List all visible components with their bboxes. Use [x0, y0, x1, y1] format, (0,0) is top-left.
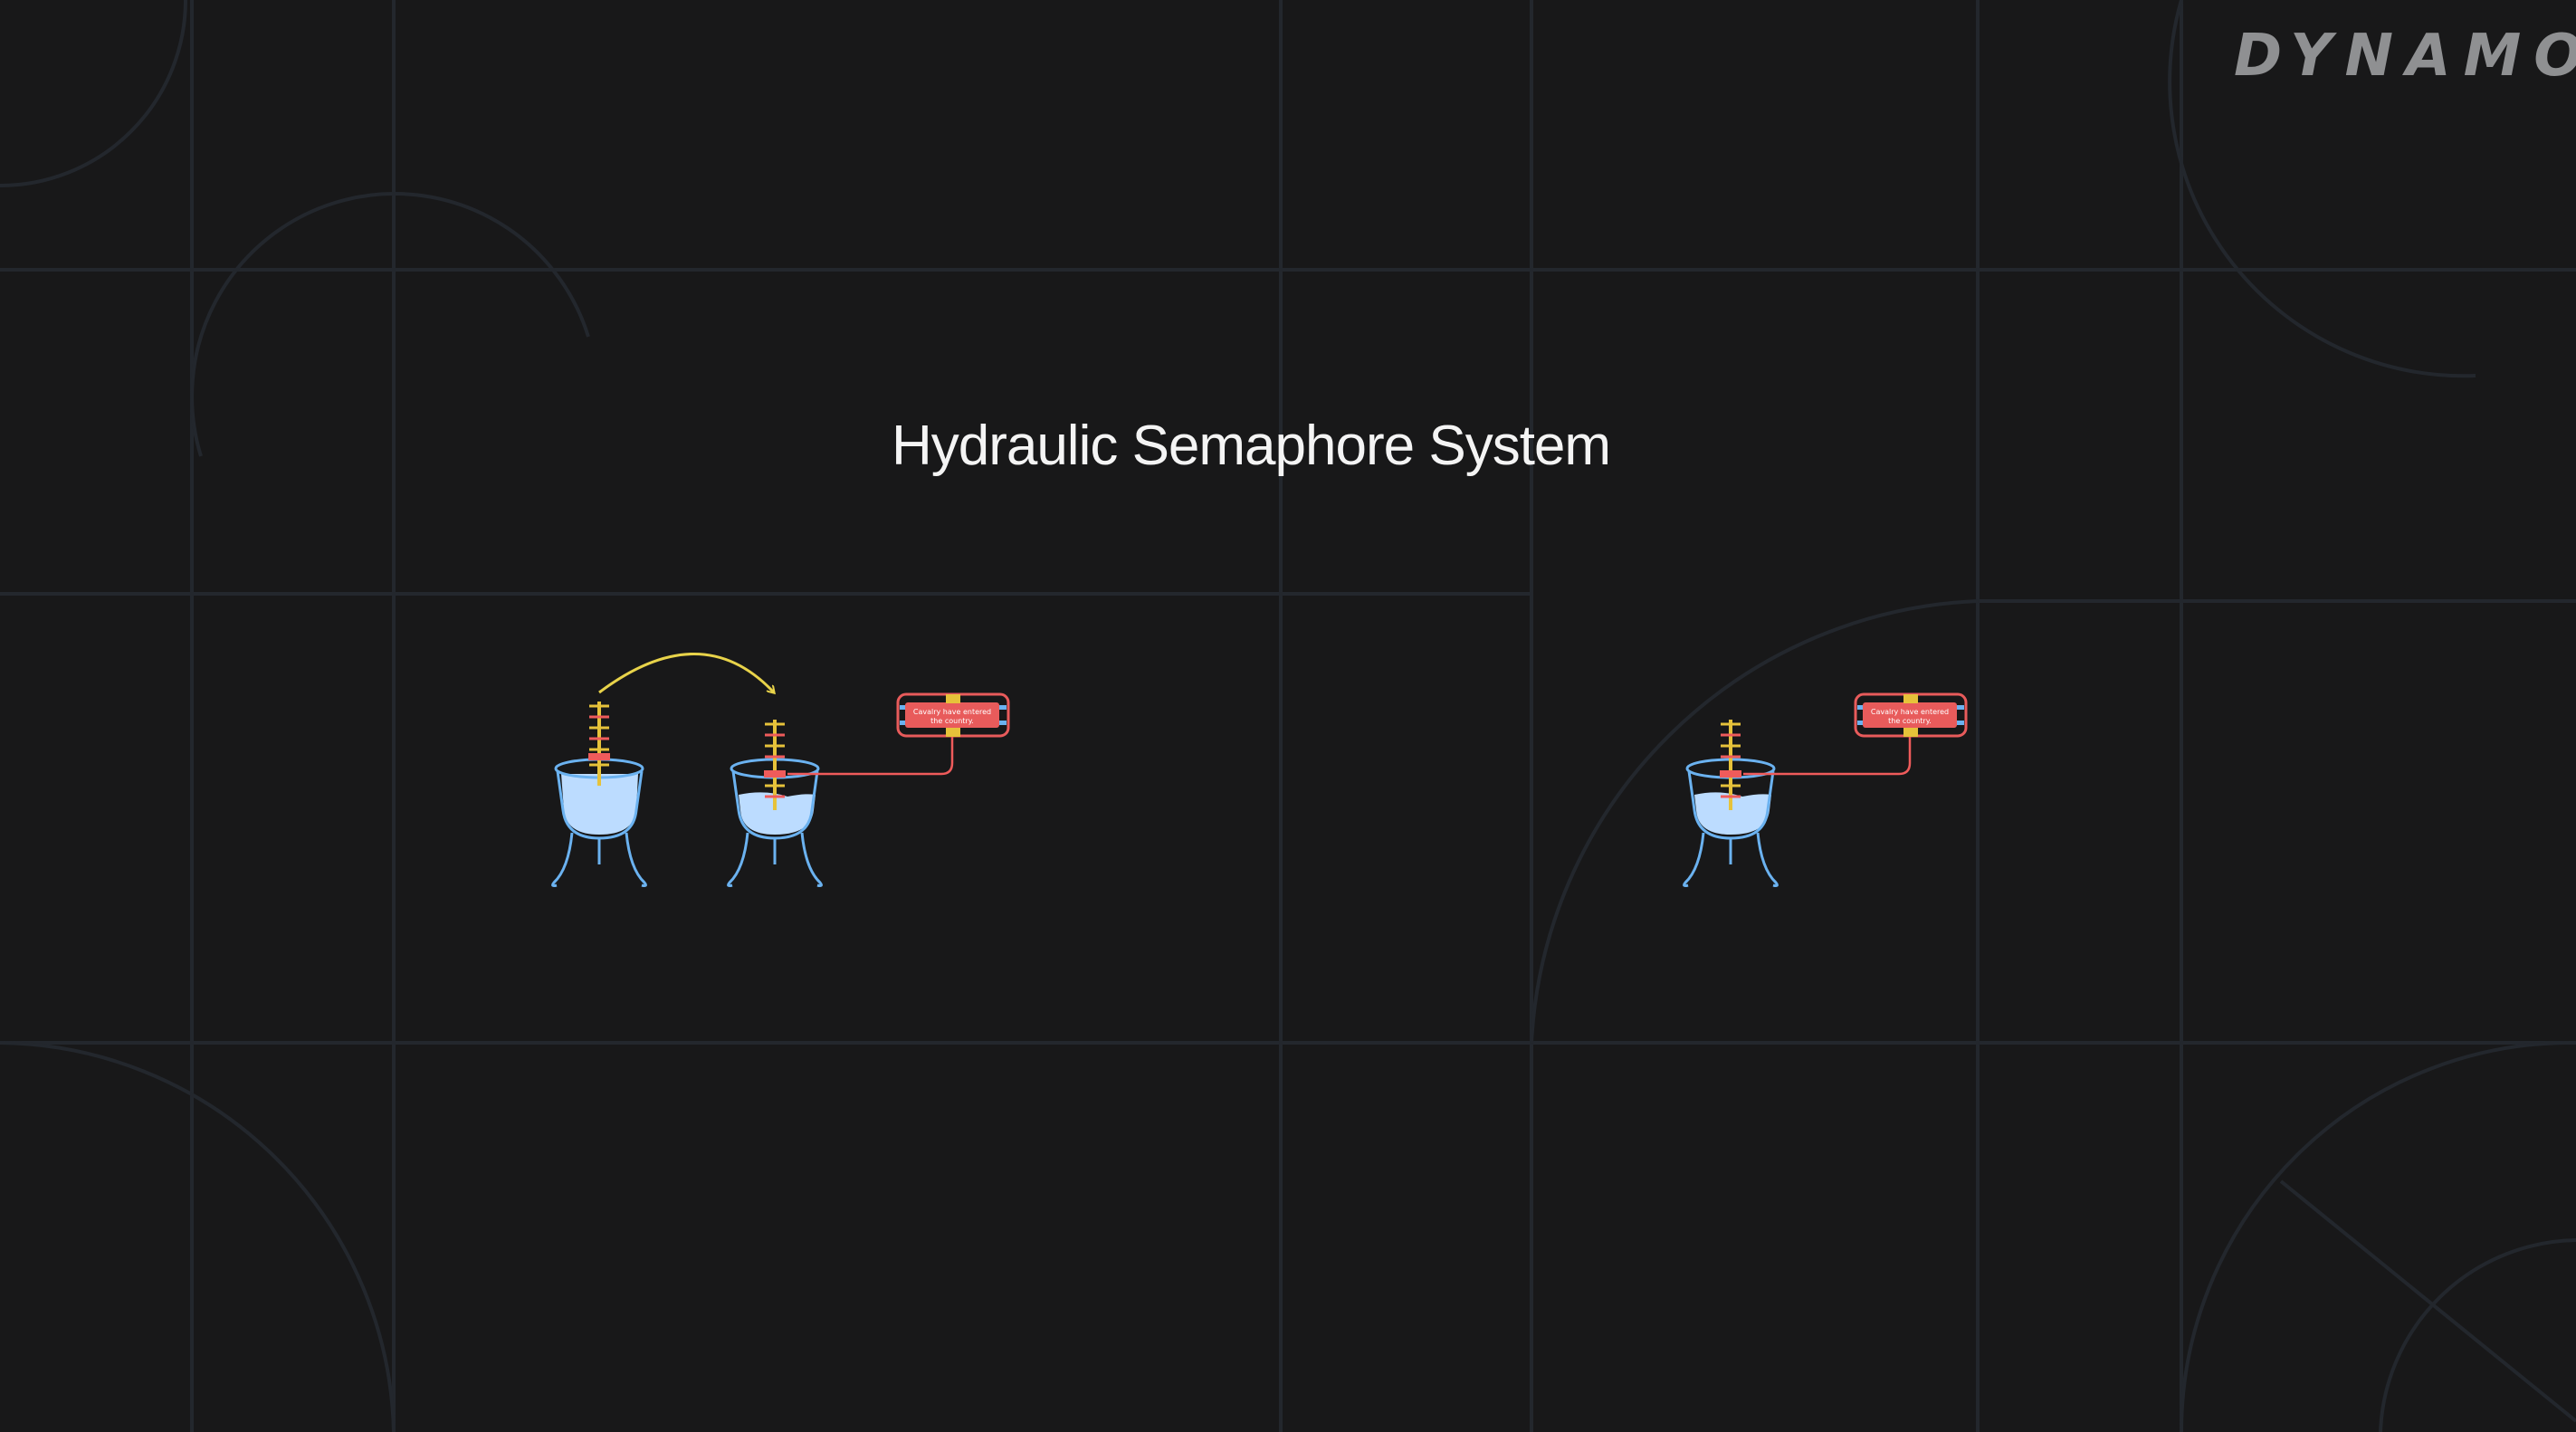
- vessel-leg: [1683, 832, 1705, 888]
- dynamo-logo: DYNAMO: [2234, 23, 2576, 90]
- water-fill: [739, 792, 816, 835]
- right-vessel: [1683, 720, 1912, 888]
- banner-line-2: the country.: [1888, 717, 1932, 725]
- banner-line-2: the country.: [930, 717, 974, 725]
- banner-line-1: Cavalry have entered: [913, 708, 991, 716]
- message-banner-right: Cavalry have entered the country.: [1854, 692, 1968, 738]
- float-rod: [588, 702, 610, 786]
- vessel-leg: [727, 832, 749, 888]
- vessel-leg: [625, 832, 647, 888]
- banner-line-1: Cavalry have entered: [1871, 708, 1949, 716]
- float-rod: [764, 720, 786, 810]
- water-fill: [1694, 792, 1771, 835]
- water-fill: [561, 774, 638, 835]
- signal-connector: [1743, 735, 1912, 776]
- message-banner-left: Cavalry have entered the country.: [896, 692, 1010, 738]
- float-rod: [1720, 720, 1741, 810]
- signal-connector: [787, 735, 954, 776]
- source-vessel: [551, 702, 647, 888]
- vessel-leg: [800, 832, 823, 888]
- vessel-leg: [1756, 832, 1779, 888]
- receiving-vessel: [727, 720, 954, 888]
- transfer-arrow: [598, 653, 774, 693]
- vessel-leg: [551, 832, 574, 888]
- page-title: Hydraulic Semaphore System: [891, 415, 1611, 477]
